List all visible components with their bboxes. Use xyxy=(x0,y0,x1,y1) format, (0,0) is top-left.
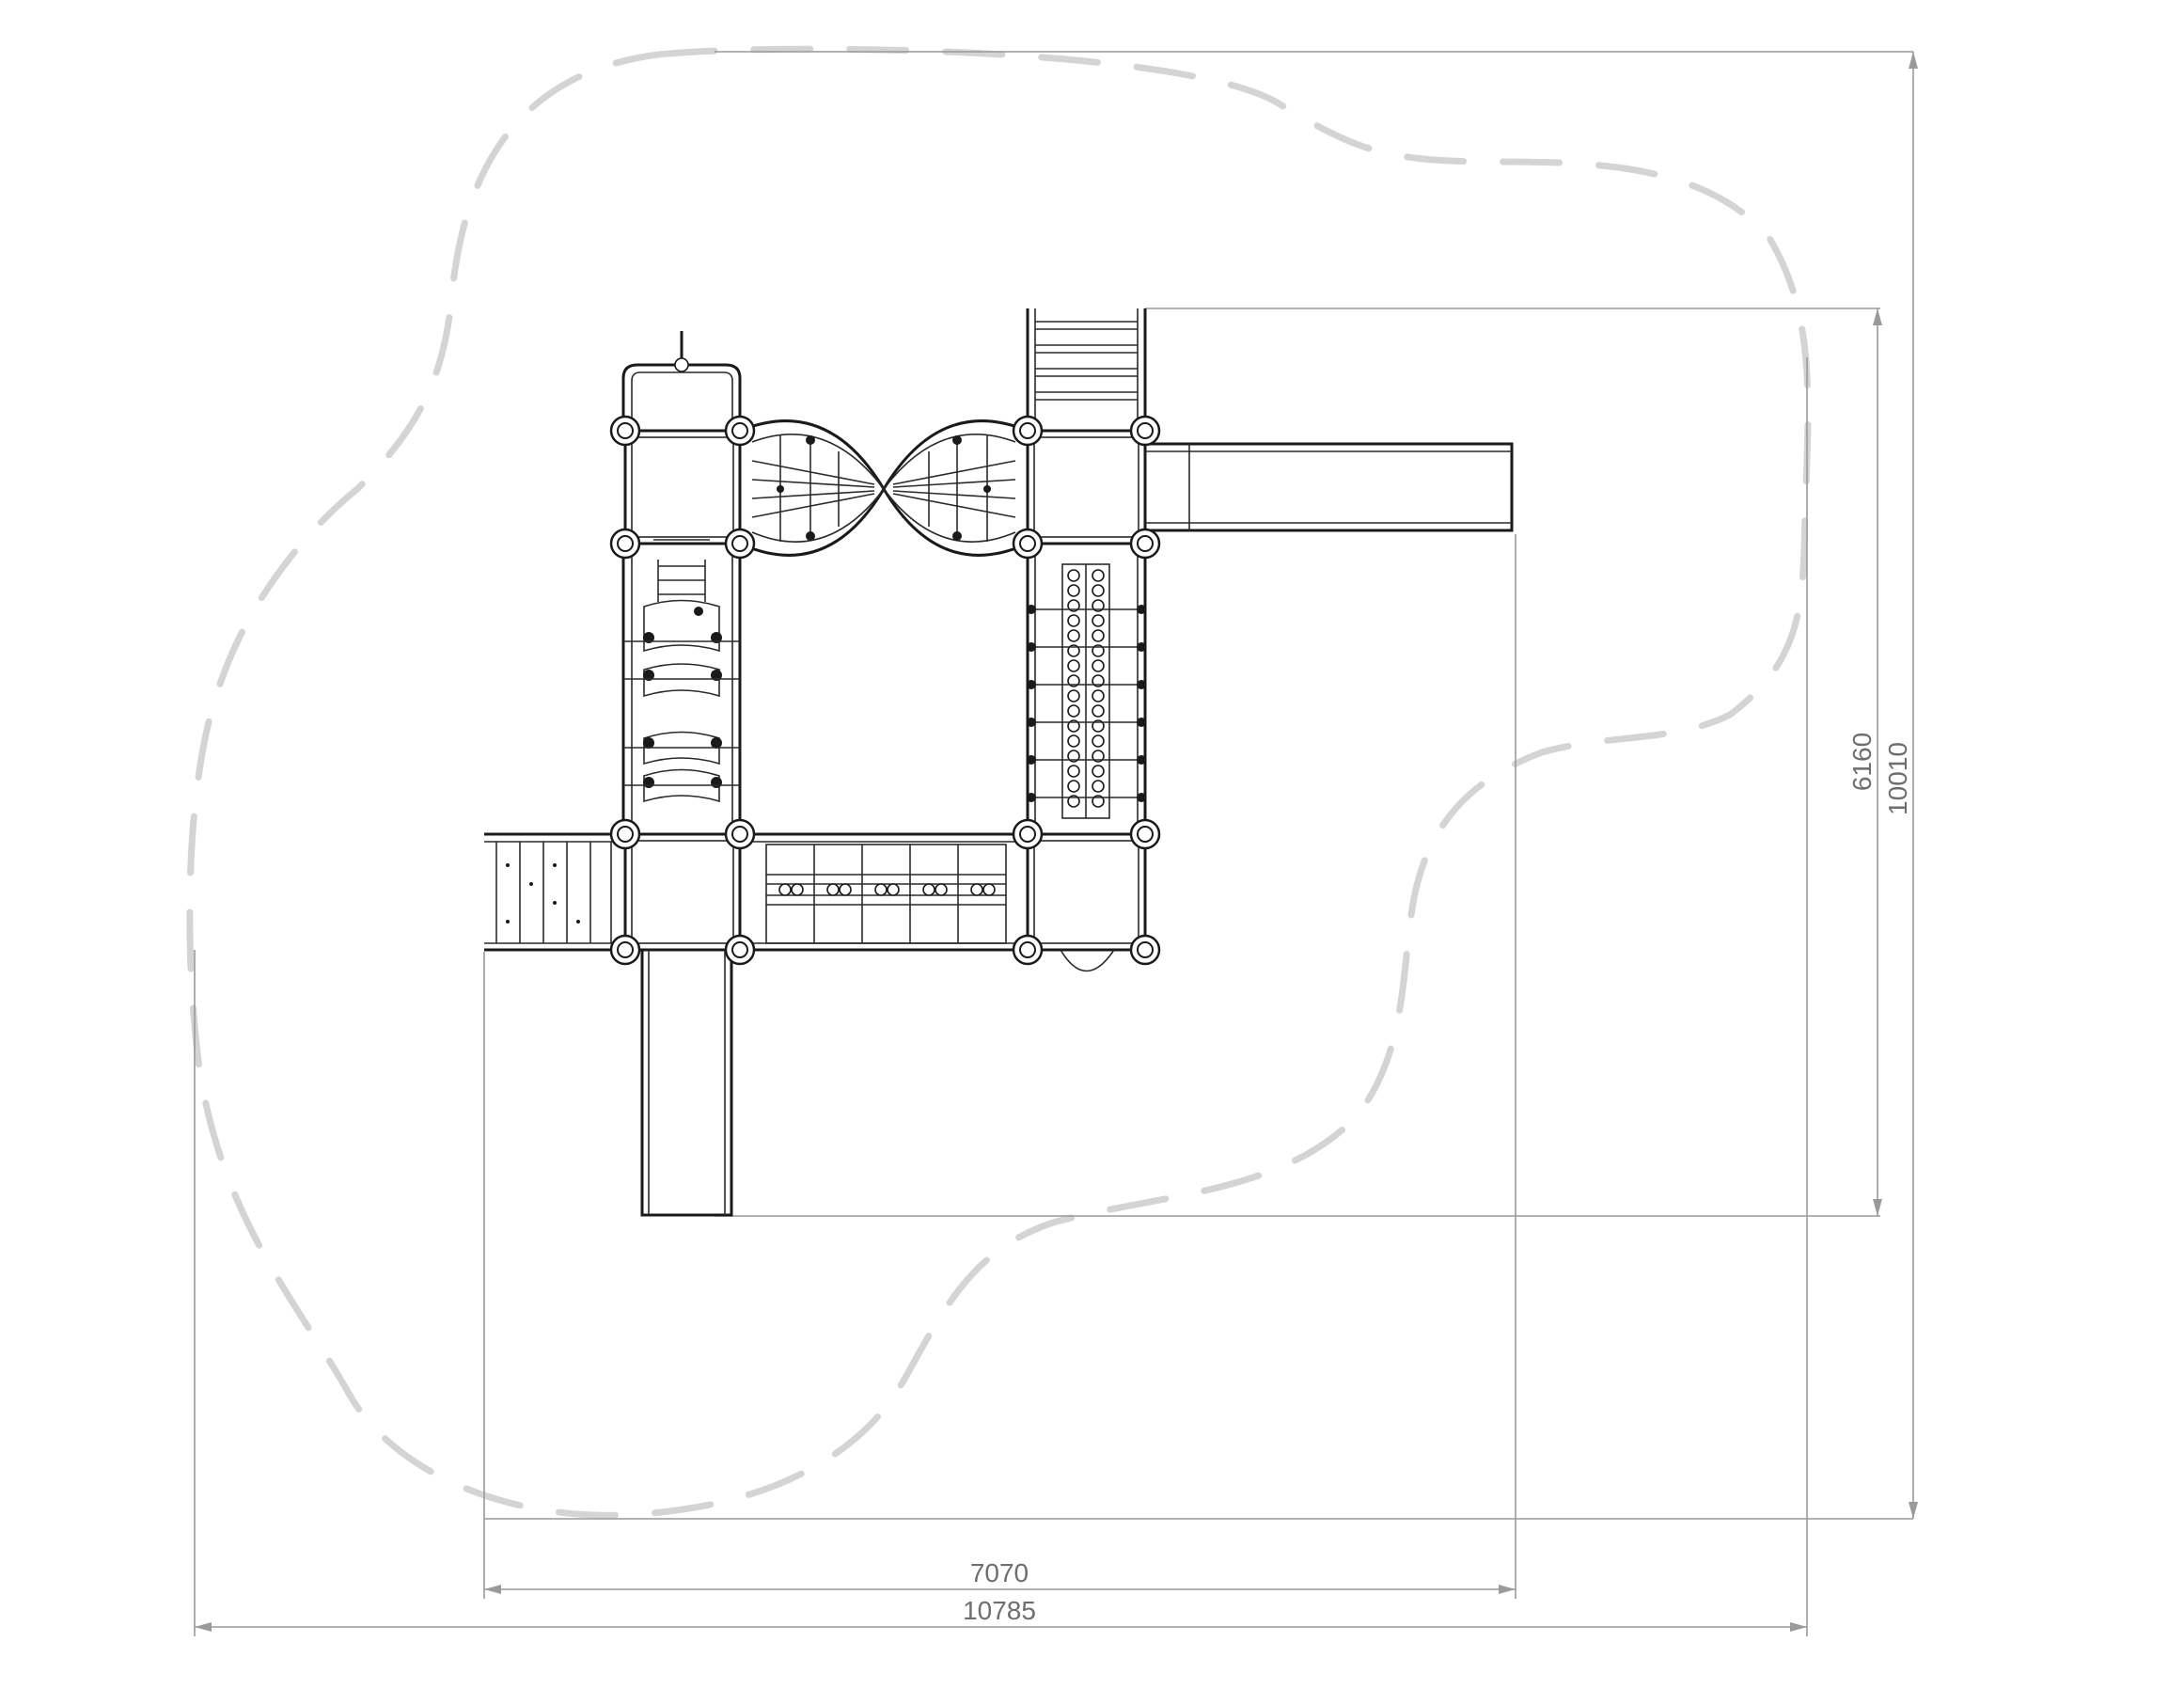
post xyxy=(1129,934,1161,966)
post xyxy=(609,818,641,850)
post xyxy=(1012,818,1044,850)
tower-top-left xyxy=(621,331,742,545)
tower-top-right xyxy=(1026,429,1147,545)
deck-bottom-right xyxy=(1026,832,1147,972)
post xyxy=(724,818,756,850)
play-structure xyxy=(484,308,1514,1217)
stair-platform-left xyxy=(484,832,625,952)
post xyxy=(1012,934,1044,966)
slide-top-right xyxy=(1143,442,1514,532)
post xyxy=(609,934,641,966)
post xyxy=(724,934,756,966)
post xyxy=(1129,415,1161,447)
dimension-outer-height: 10010 xyxy=(1883,742,1912,815)
deck-bottom-left xyxy=(623,832,742,952)
post xyxy=(1129,818,1161,850)
post xyxy=(609,415,641,447)
safety-zone-outline xyxy=(186,45,1812,1519)
post xyxy=(724,415,756,447)
slide-bottom-left xyxy=(640,948,733,1217)
dimension-inner-width: 7070 xyxy=(970,1558,1029,1587)
climbing-holds xyxy=(1067,569,1105,808)
climbing-wall-left xyxy=(621,539,742,832)
dimension-lines xyxy=(194,51,1918,1636)
rope-bridge-top xyxy=(739,419,1029,557)
post xyxy=(724,528,756,560)
post xyxy=(1012,528,1044,560)
post xyxy=(1129,528,1161,560)
posts xyxy=(609,415,1161,966)
dimension-outer-width: 10785 xyxy=(963,1596,1036,1625)
climbing-net-right xyxy=(1026,544,1147,834)
bridge-bottom xyxy=(740,832,1028,952)
dimension-inner-height: 6160 xyxy=(1847,733,1877,791)
post xyxy=(1012,415,1044,447)
ladder-top-right xyxy=(1026,308,1147,431)
post xyxy=(609,528,641,560)
